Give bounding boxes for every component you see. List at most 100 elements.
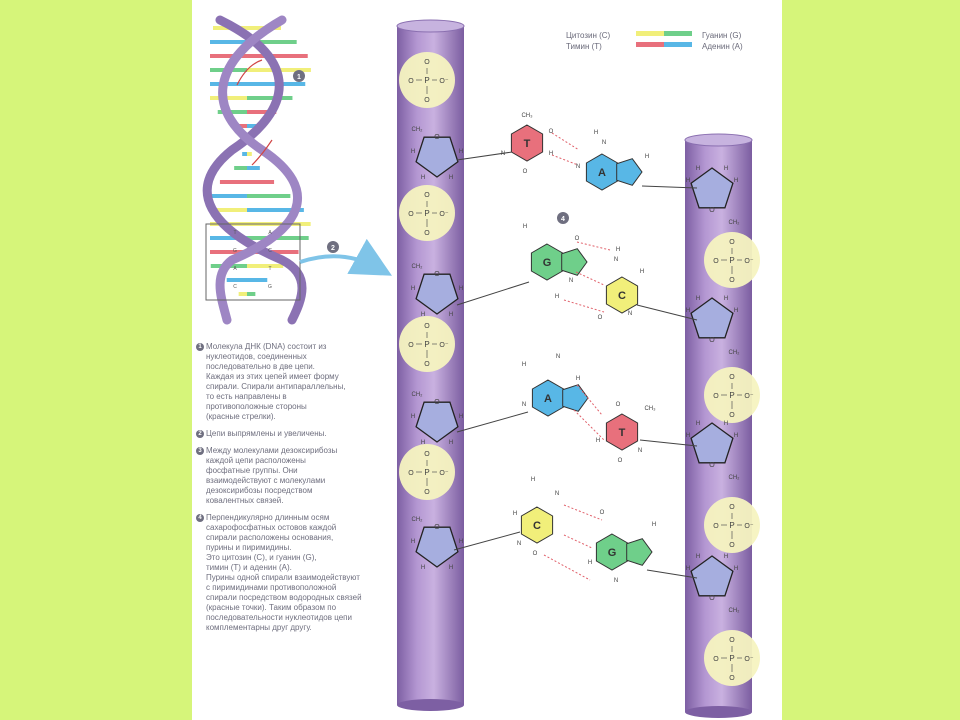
phosphorus-atom: P [424, 209, 429, 218]
methylene-group: CH₂ [412, 264, 424, 270]
phosphate-bubble [399, 444, 455, 500]
base-letter: T [524, 138, 531, 150]
column-bottom [685, 706, 752, 718]
helix-base-pair [247, 152, 252, 156]
glycosidic-bond [646, 569, 698, 579]
antiparallel-arrow [251, 139, 273, 166]
sugar-hydrogen: H [724, 554, 728, 560]
phosphate-oxygen: O [424, 192, 430, 199]
atom-label: H [555, 294, 559, 300]
legend-cytosine-guanine-swatch [664, 31, 692, 36]
helix-base-pair [247, 208, 304, 212]
atom-label: N [614, 578, 618, 584]
phosphate-oxygen: O [408, 342, 414, 349]
phosphorus-atom: P [729, 521, 734, 530]
note-text: Перпендикулярно длинным осям сахарофосфа… [206, 513, 362, 632]
hydrogen-bond [576, 384, 603, 416]
sugar-hydrogen: H [421, 440, 425, 446]
sugar-ring [690, 167, 734, 209]
sugar-hydrogen: H [459, 414, 463, 420]
note-text: Цепи выпрямлены и увеличены. [206, 429, 327, 438]
atom-label: CH₃ [644, 406, 656, 412]
base-letter: G [543, 257, 552, 269]
callout-badge [327, 241, 339, 253]
sugar-hydrogen: H [411, 149, 415, 155]
phosphate-bubble [399, 185, 455, 241]
glycosidic-bond [453, 531, 521, 551]
helix-base-pair [234, 166, 247, 170]
glycosidic-bond [456, 151, 513, 161]
column-top [396, 19, 465, 33]
note-text: Молекула ДНК (DNA) состоит из нуклеотидо… [206, 342, 346, 421]
atom-label: H [616, 247, 620, 253]
atom-label: H [596, 438, 600, 444]
phosphate-oxygen: O [729, 374, 735, 381]
base-ring [562, 384, 589, 412]
helix-base-pair [247, 96, 293, 100]
phosphate-oxygen: O [424, 59, 430, 66]
helix-base-pair [210, 96, 256, 100]
phosphate-oxygen: O [424, 323, 430, 330]
helix-pair-letter: A [233, 266, 237, 272]
column-bottom [397, 699, 464, 711]
atom-label: N [602, 140, 606, 146]
sugar-hydrogen: H [734, 308, 738, 314]
atom-label: N [522, 402, 526, 408]
methylene-group: CH₂ [412, 127, 424, 133]
phosphorus-atom: P [424, 76, 429, 85]
base-letter: G [608, 547, 617, 559]
atom-label: N [576, 164, 580, 170]
atom-label: N [628, 311, 632, 317]
phosphorus-atom: P [424, 340, 429, 349]
helix-base-pair [210, 194, 254, 198]
phosphorus-atom: P [729, 654, 734, 663]
atom-label: N [517, 541, 521, 547]
phosphate-oxygen: O⁻ [439, 78, 448, 85]
phosphate-oxygen: O⁻ [744, 393, 753, 400]
atom-label: H [576, 376, 580, 382]
atom-label: H [522, 362, 526, 368]
helix-base-pair [242, 152, 247, 156]
helix-base-pair [247, 180, 275, 184]
hydrogen-bond [563, 504, 603, 521]
helix-pair-letter: C [268, 248, 272, 254]
helix-base-pair [210, 250, 262, 254]
base-ring [605, 276, 639, 314]
atom-label: H [588, 560, 592, 566]
sugar-oxygen: O [434, 271, 440, 278]
sugar-hydrogen: H [459, 149, 463, 155]
atom-label: N [556, 354, 560, 360]
phosphate-oxygen: O [713, 523, 719, 530]
phosphate-oxygen: O [408, 470, 414, 477]
sugar-hydrogen: H [696, 166, 700, 172]
callout-number: 2 [331, 245, 335, 252]
callout-badge [557, 212, 569, 224]
phosphorus-atom: P [729, 256, 734, 265]
phosphorus-atom: P [424, 468, 429, 477]
glycosidic-bond [639, 439, 698, 447]
sugar-ring [415, 136, 459, 178]
sugar-ring [690, 555, 734, 597]
callout-4: 4 [557, 212, 569, 224]
phosphate-oxygen: O⁻ [439, 342, 448, 349]
helix-base-pair [226, 278, 247, 282]
phosphate-oxygen: O [424, 451, 430, 458]
helix-pair-letter: C [233, 284, 237, 290]
phosphate-oxygen: O [424, 230, 430, 237]
legend-guanine-label: Гуанин (G) [702, 31, 742, 40]
callout-1: 1 [293, 70, 305, 82]
legend-cytosine-guanine-swatch [636, 31, 664, 36]
sugar-oxygen: O [434, 524, 440, 531]
helix-base-pair [210, 68, 274, 72]
atom-label: CH₃ [521, 113, 533, 119]
